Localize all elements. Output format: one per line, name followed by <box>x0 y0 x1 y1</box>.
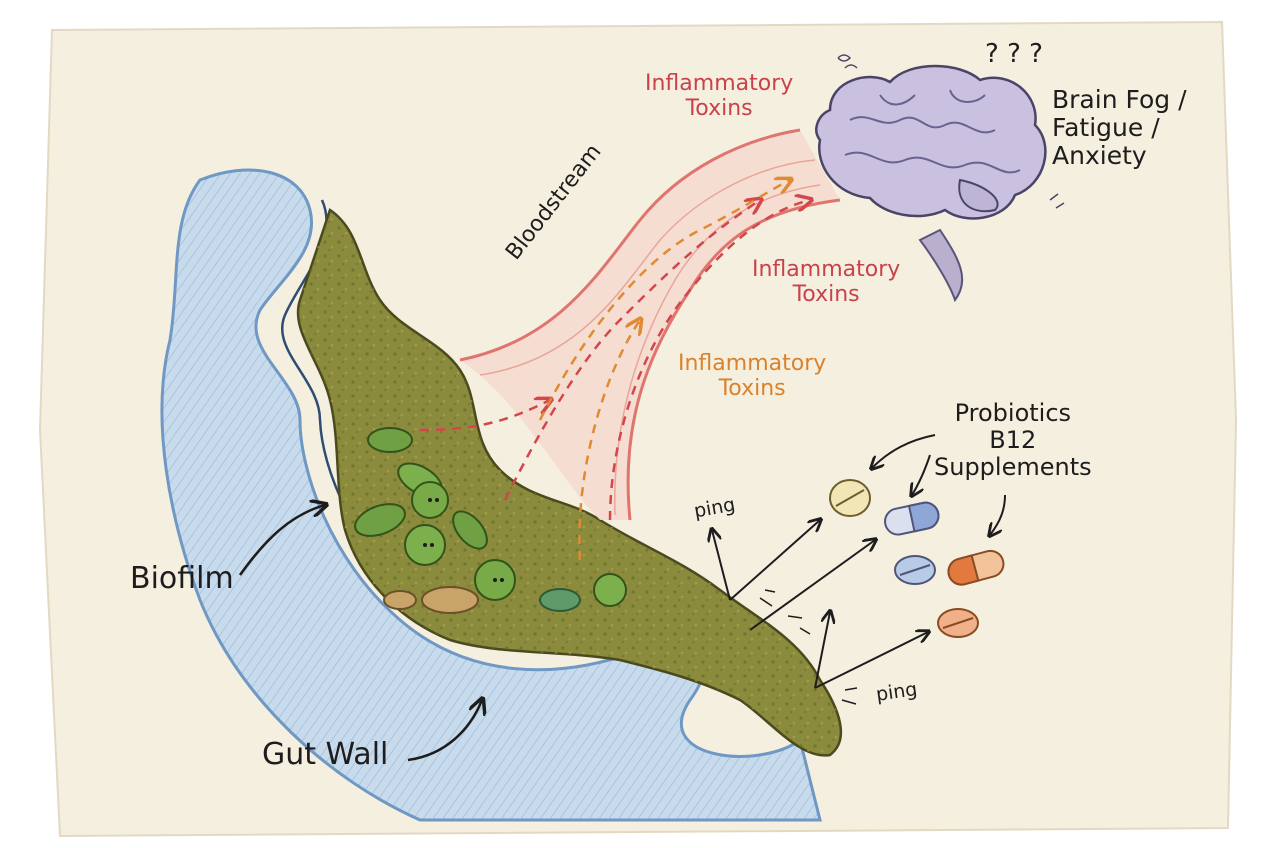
brain-effects-line3: Anxiety <box>1052 141 1147 170</box>
toxins-label-top-line2: Toxins <box>685 95 753 121</box>
brain-effects-line2: Fatigue / <box>1052 113 1160 142</box>
toxins-label-lower-line1: Inflammatory <box>678 351 827 376</box>
bacteria-icon <box>593 573 627 607</box>
tablet-icon <box>937 608 979 638</box>
supplement-pills <box>829 479 1005 638</box>
biofilm <box>296 208 843 757</box>
ping-arrows <box>712 520 928 705</box>
toxins-label-middle: Inflammatory Toxins <box>752 257 901 307</box>
bacteria-icon <box>539 588 581 612</box>
treatments-line1: Probiotics <box>954 399 1072 427</box>
brain-effects-line1: Brain Fog / <box>1052 85 1187 114</box>
treatments-line3: Supplements <box>934 452 1092 481</box>
toxins-label-top: Inflammatory Toxins <box>645 71 794 121</box>
toxin-arrows <box>419 180 810 561</box>
brain-effects-label: Brain Fog / Fatigue / Anxiety <box>1052 86 1187 170</box>
treatments-line2: B12 <box>989 425 1037 454</box>
treatments-label: Probiotics B12 Supplements <box>934 400 1092 481</box>
brain-icon <box>815 54 1065 303</box>
capsule-icon <box>947 549 1005 586</box>
label-pointers <box>238 434 1006 762</box>
bacteria-icon <box>354 503 406 537</box>
toxins-label-middle-line1: Inflammatory <box>752 257 901 282</box>
toxins-label-lower: Inflammatory Toxins <box>678 351 827 401</box>
toxins-label-top-line1: Inflammatory <box>645 71 794 96</box>
gut-wall-label: Gut Wall <box>262 737 389 772</box>
capsule-icon <box>884 501 940 536</box>
toxins-label-lower-line2: Toxins <box>718 375 786 401</box>
tablet-icon <box>829 479 871 517</box>
tablet-icon <box>894 555 936 585</box>
bacteria-icon <box>452 510 488 550</box>
bacteria-cluster <box>354 427 627 614</box>
bacteria-icon <box>421 586 479 614</box>
bacteria-icon <box>367 427 413 453</box>
bacteria-icon <box>383 590 417 610</box>
biofilm-label: Biofilm <box>130 561 234 596</box>
question-mark-icon: ? ? ? <box>985 39 1043 69</box>
toxins-label-middle-line2: Toxins <box>792 281 860 307</box>
